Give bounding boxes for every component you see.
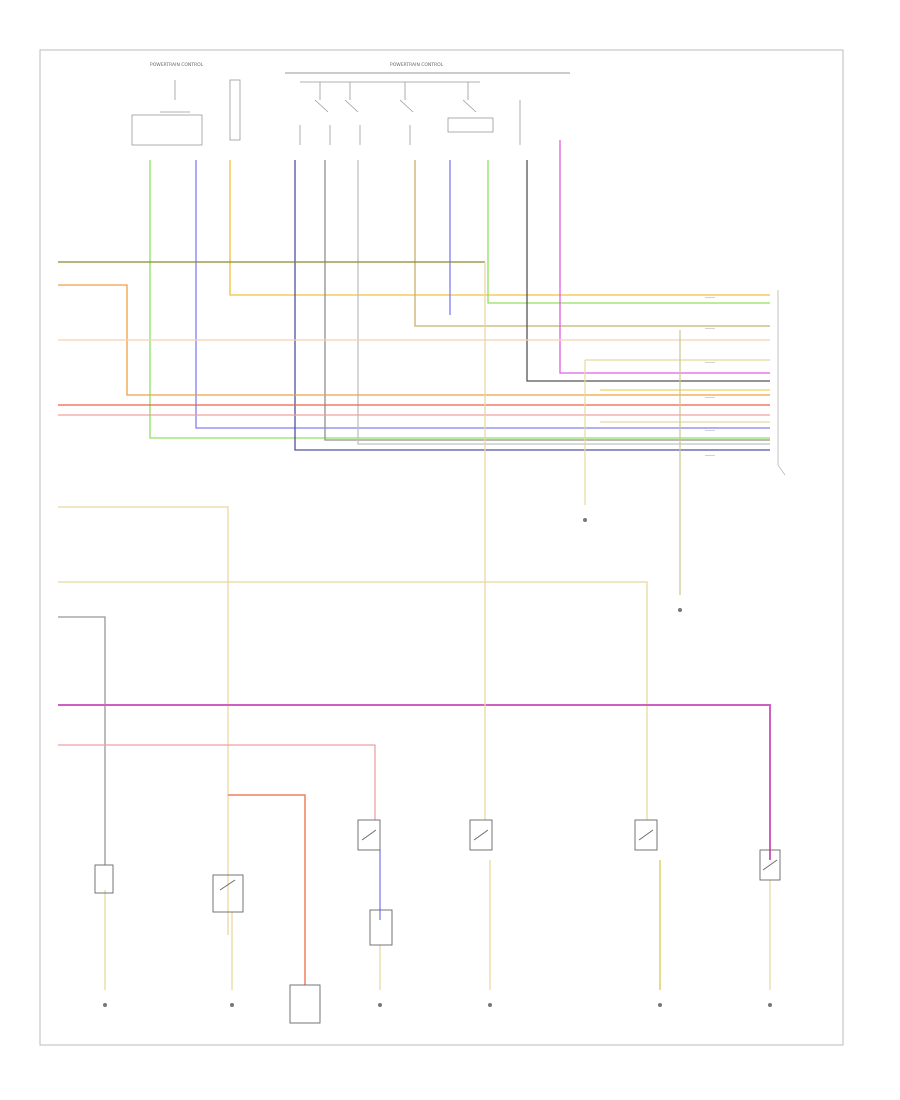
center-box-title: POWERTRAIN CONTROL [390,62,444,68]
harness-lines [58,261,770,423]
switch-cluster [299,81,521,145]
svg-text:_____: _____ [704,451,716,456]
right-connector-labels: _____ _____ _____ _____ _____ _____ [704,293,716,456]
lower-components [94,819,781,1024]
ground-drops [584,330,681,595]
lower-wires [58,262,771,990]
relay-a [357,819,381,851]
svg-text:_____: _____ [704,293,716,298]
heater-element [94,864,114,894]
svg-text:_____: _____ [704,426,716,431]
left-box-title: POWERTRAIN CONTROL [150,62,204,68]
relay-b [469,819,493,851]
bottom-grounds [103,1003,772,1007]
ground-terminal-2 [678,608,682,612]
left-switch-box [131,79,241,146]
relay-c [634,819,658,851]
svg-text:_____: _____ [704,393,716,398]
svg-text:_____: _____ [704,358,716,363]
evap-valve [369,909,393,946]
ground-terminal-1 [583,518,587,522]
oxygen-sensor [212,874,244,913]
top-vertical-wires [149,140,770,451]
control-module [289,984,321,1024]
relay-d [759,849,781,881]
diagram-frame [39,49,844,1046]
svg-text:_____: _____ [704,324,716,329]
right-connector [777,290,786,476]
